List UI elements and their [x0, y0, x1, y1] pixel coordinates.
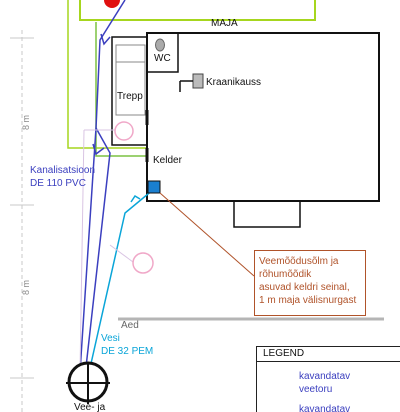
sink-icon: [192, 73, 204, 89]
red-marker: [104, 0, 120, 8]
existing-pipe-pink: [79, 129, 85, 373]
annotation-line-4: 1 m maja välisnurgast: [259, 295, 357, 306]
legend: LEGEND kavandatav veetoru kavandatav: [256, 346, 400, 412]
sewer-label-line2: DE 110 PVC: [30, 178, 86, 189]
sewer-arrow-head: [92, 143, 105, 156]
dimension-label-upper: 8 m: [21, 114, 31, 130]
manhole-lower: [132, 252, 154, 274]
existing-pipe-green: [95, 22, 148, 157]
legend-divider: [257, 361, 400, 362]
sewer-label-line1: Kanalisatsioon: [30, 165, 96, 176]
green-boundary-left: [67, 0, 148, 149]
legend-item-sewer-line1: kavandatav: [299, 404, 351, 412]
well-label: Vee- ja: [74, 402, 106, 412]
garden-label: Aed: [121, 320, 139, 331]
manhole-upper: [114, 121, 134, 141]
water-label-line2: DE 32 PEM: [101, 346, 154, 357]
house-extension: [111, 36, 147, 146]
legend-item-water-line1: kavandatav: [299, 371, 351, 382]
legend-item-water-line2: veetoru: [299, 384, 333, 395]
water-arrow-head: [130, 194, 141, 203]
legend-title: LEGEND: [263, 348, 305, 359]
water-meter-box: [147, 180, 161, 194]
wc-label: WC: [154, 53, 171, 64]
toilet-icon: [155, 38, 165, 52]
basement-label: Kelder: [153, 155, 182, 166]
water-pipe: [89, 188, 155, 369]
sewer-arrow-head: [100, 33, 111, 46]
sewer-pipe: [79, 0, 126, 373]
stair-label: Trepp: [117, 91, 143, 102]
house-stoop: [233, 201, 301, 228]
annotation-line-3: asuvad keldri seinal,: [259, 282, 350, 293]
house-outline: [146, 32, 380, 202]
annotation-line-2: rõhumõõdik: [259, 269, 312, 280]
water-label-line1: Vesi: [101, 333, 120, 344]
meter-annotation-box: Veemõõdusõlm ja rõhumõõdik asuvad keldri…: [254, 250, 366, 316]
wc-partition: [146, 33, 179, 73]
sink-label: Kraanikauss: [206, 77, 262, 88]
dimension-label-lower: 8 m: [21, 279, 31, 295]
house-label: MAJA: [211, 18, 238, 29]
green-boundary: [79, 0, 316, 21]
annotation-leader: [159, 192, 255, 277]
sewer-pipe-branch: [83, 127, 111, 386]
stair-outline: [115, 44, 146, 116]
existing-pipe-pink: [109, 244, 134, 263]
annotation-line-1: Veemõõdusõlm ja: [259, 256, 339, 267]
